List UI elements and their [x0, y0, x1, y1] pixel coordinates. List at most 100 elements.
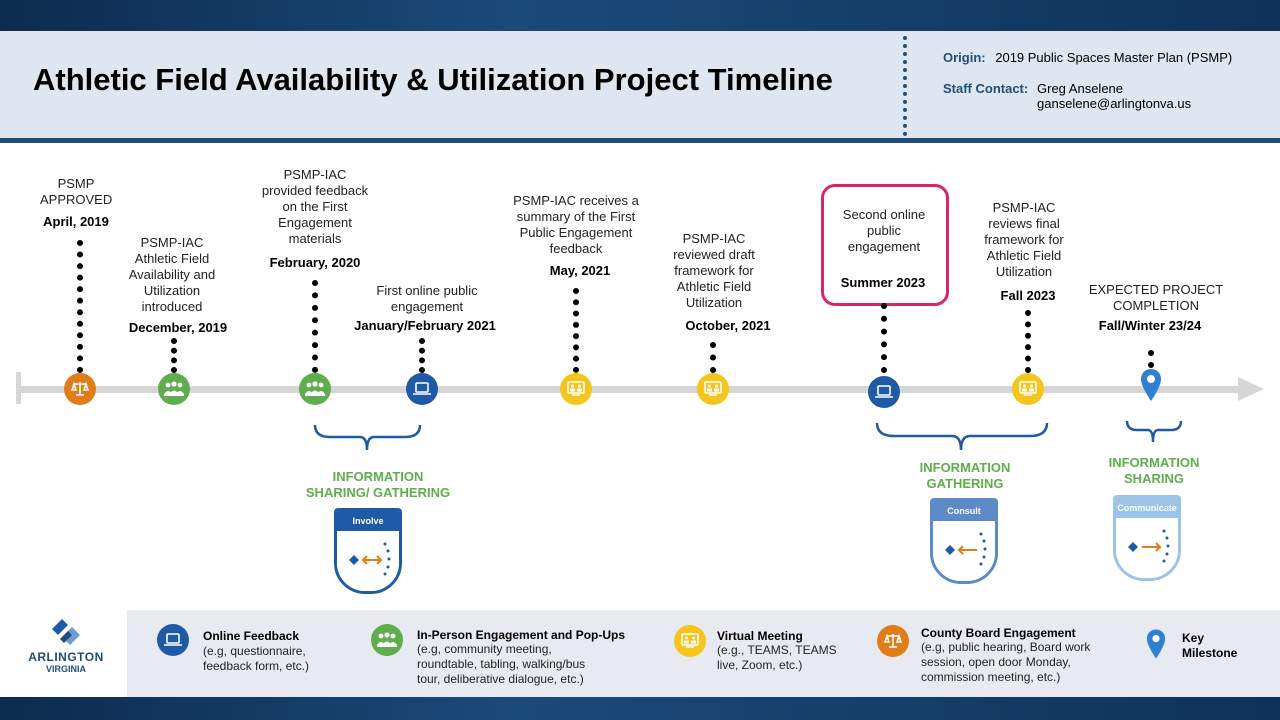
- milestone-label-iac-summary: PSMP-IAC receives a summary of the First…: [513, 193, 639, 256]
- legend-panel: [127, 610, 1280, 697]
- top-banner: [0, 0, 1280, 31]
- legend-desc-line: (e.g, public hearing, Board work: [921, 640, 1091, 654]
- milestone-stem: [77, 240, 83, 373]
- milestone-label-first-online-engagement: First online public engagement: [376, 283, 478, 314]
- map-pin-icon: [1141, 369, 1161, 401]
- badge-title: Communicate: [1116, 498, 1178, 518]
- video-meeting-icon: [567, 381, 585, 396]
- legend-desc-inperson: (e.g, community meeting, roundtable, tab…: [417, 642, 585, 687]
- two-way-arrow-icon: [349, 542, 391, 576]
- milestone-stem: [1148, 350, 1154, 368]
- header-panel: [0, 31, 1280, 138]
- phase-label-gathering: INFORMATION GATHERING: [919, 460, 1011, 491]
- legend-icon-virtual: [674, 625, 706, 657]
- badge-title: Consult: [933, 501, 995, 521]
- milestone-stem: [1025, 310, 1031, 373]
- legend-title-key-milestone: Key Milestone: [1182, 631, 1238, 660]
- milestone-node[interactable]: [697, 373, 729, 405]
- milestone-label-second-online-engagement: Second online public engagement: [842, 207, 926, 254]
- scales-icon: [883, 633, 903, 648]
- legend-title-county-board: County Board Engagement: [921, 626, 1076, 640]
- people-icon: [305, 381, 325, 396]
- milestone-node[interactable]: [158, 373, 190, 405]
- map-pin-icon: [1146, 629, 1166, 659]
- consult-badge: Consult: [930, 498, 998, 584]
- legend-title-online: Online Feedback: [203, 629, 300, 643]
- origin-value: 2019 Public Spaces Master Plan (PSMP): [995, 50, 1233, 65]
- header-dotted-divider: [903, 36, 907, 136]
- phase-brace-sharing-gathering: [313, 424, 422, 451]
- legend-desc-line: (e.g., TEAMS, TEAMS: [717, 643, 837, 657]
- legend-desc-online: (e.g, questionnaire, feedback form, etc.…: [203, 644, 309, 674]
- milestone-date-april-2019: April, 2019: [43, 214, 109, 229]
- logo-sub: VIRGINIA: [45, 664, 86, 674]
- header-divider: [0, 138, 1280, 143]
- timeline-arrow-head: [1238, 377, 1264, 401]
- milestone-stem: [312, 280, 318, 373]
- badge-title: Involve: [337, 511, 399, 531]
- communicate-badge: Communicate: [1113, 495, 1181, 581]
- legend-title-inperson: In-Person Engagement and Pop-Ups: [417, 628, 626, 642]
- milestone-node[interactable]: [868, 376, 900, 408]
- milestone-node[interactable]: [1012, 373, 1044, 405]
- right-arrow-icon: [1128, 529, 1170, 563]
- legend-desc-line: session, open door Monday,: [921, 655, 1071, 669]
- milestone-node[interactable]: [64, 373, 96, 405]
- milestone-label-iac-introduced: PSMP-IAC Athletic Field Availability and…: [128, 235, 216, 314]
- page-title: Athletic Field Availability & Utilizatio…: [33, 62, 833, 97]
- milestone-node[interactable]: [1140, 368, 1162, 407]
- legend-icon-inperson: [371, 624, 403, 656]
- milestone-stem: [419, 338, 425, 373]
- contact-label: Staff Contact:: [943, 81, 1029, 96]
- video-meeting-icon: [1019, 381, 1037, 396]
- milestone-date-october-2021: October, 2021: [685, 318, 771, 333]
- timeline-axis: [20, 386, 1240, 393]
- badge-graphic: [1116, 518, 1178, 578]
- milestone-node[interactable]: [560, 373, 592, 405]
- milestone-date-fall-2023: Fall 2023: [1000, 288, 1056, 303]
- phase-label-sharing: INFORMATION SHARING: [1108, 455, 1200, 486]
- bottom-banner: [0, 697, 1280, 720]
- legend-desc-county-board: (e.g, public hearing, Board work session…: [921, 640, 1090, 685]
- legend-desc-line: roundtable, tabling, walking/bus: [417, 657, 586, 671]
- milestone-stem: [171, 338, 177, 373]
- legend-desc-line: live, Zoom, etc.): [717, 658, 803, 672]
- milestone-stem: [710, 342, 716, 373]
- video-meeting-icon: [704, 381, 722, 396]
- phase-brace-gathering: [875, 422, 1049, 451]
- contact-email: ganselene@arlingtonva.us: [1037, 96, 1192, 111]
- legend-desc-line: (e.g, community meeting,: [417, 642, 552, 656]
- milestone-label-expected-completion: EXPECTED PROJECT COMPLETION: [1088, 282, 1224, 313]
- legend-desc-line: (e.g, questionnaire,: [203, 644, 306, 658]
- milestone-date-jan-feb-2021: January/February 2021: [354, 318, 496, 333]
- involve-badge: Involve: [334, 508, 402, 594]
- legend-desc-virtual: (e.g., TEAMS, TEAMS live, Zoom, etc.): [717, 643, 837, 673]
- legend-icon-online: [157, 624, 189, 656]
- laptop-icon: [413, 382, 431, 395]
- legend-desc-line: commission meeting, etc.): [921, 670, 1061, 684]
- legend-desc-line: tour, deliberative dialogue, etc.): [417, 672, 584, 686]
- badge-graphic: [337, 531, 399, 591]
- milestone-date-fall-winter: Fall/Winter 23/24: [1098, 318, 1202, 333]
- arlington-logo: ARLINGTON VIRGINIA: [20, 615, 112, 674]
- milestone-node[interactable]: [406, 373, 438, 405]
- phase-label-sharing-gathering: INFORMATION SHARING/ GATHERING: [305, 469, 451, 500]
- milestone-stem: [573, 288, 579, 373]
- milestone-label-final-framework: PSMP-IAC reviews final framework for Ath…: [984, 200, 1064, 279]
- milestone-label-iac-feedback: PSMP-IAC provided feedback on the First …: [261, 167, 369, 246]
- milestone-stem: [881, 303, 887, 373]
- timeline-start-cap: [16, 372, 21, 404]
- milestone-date-february-2020: February, 2020: [269, 255, 361, 270]
- origin-row: Origin: 2019 Public Spaces Master Plan (…: [943, 50, 1232, 65]
- highlight-box-summer-2023: [821, 184, 949, 306]
- milestone-date-december-2019: December, 2019: [128, 320, 228, 335]
- legend-desc-line: feedback form, etc.): [203, 659, 310, 673]
- milestone-node[interactable]: [299, 373, 331, 405]
- people-icon: [377, 632, 397, 647]
- laptop-icon: [164, 633, 182, 646]
- milestone-date-summer-2023: Summer 2023: [840, 275, 926, 290]
- legend-icon-key-milestone: [1146, 626, 1166, 667]
- arlington-logo-mark: [52, 619, 80, 645]
- legend-icon-county-board: [877, 625, 909, 657]
- phase-brace-sharing: [1125, 420, 1183, 443]
